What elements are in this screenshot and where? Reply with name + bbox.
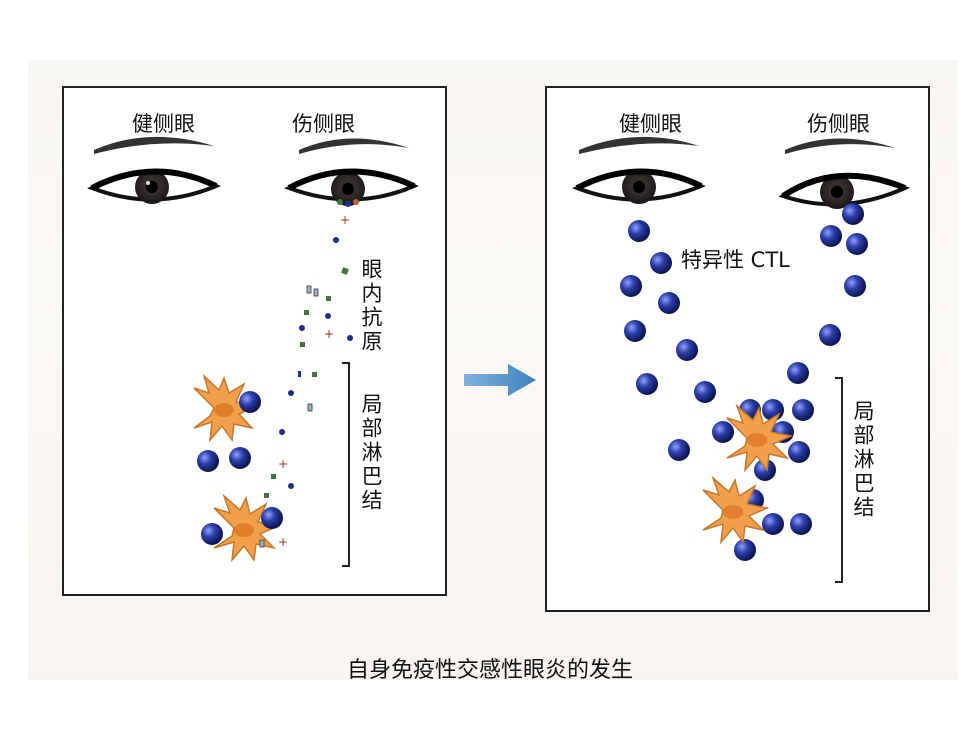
lymphocyte bbox=[197, 450, 219, 472]
antigen-particles: + + + bbox=[264, 213, 353, 498]
figure-caption: 自身免疫性交感性眼炎的发生 bbox=[346, 658, 633, 683]
lymphocyte bbox=[201, 523, 223, 545]
panel-after: 健侧眼 伤侧眼 特异性 CTL 局部淋巴结 bbox=[545, 86, 930, 612]
lymphocyte bbox=[261, 507, 283, 529]
svg-text:+: + bbox=[278, 457, 288, 471]
injured-eye-icon bbox=[284, 138, 419, 207]
antigen-label: 眼内抗原 bbox=[359, 258, 383, 354]
svg-text:+: + bbox=[278, 535, 288, 549]
ctl-label: 特异性 CTL bbox=[681, 248, 790, 272]
healthy-eye-label-right: 健侧眼 bbox=[619, 112, 682, 136]
lymphocyte bbox=[239, 391, 261, 413]
lymph-node-bracket bbox=[342, 362, 350, 567]
panel-before: 健侧眼 伤侧眼 眼内抗原 局部淋巴结 bbox=[62, 86, 447, 596]
injured-eye-label: 伤侧眼 bbox=[292, 112, 355, 136]
injured-eye-icon bbox=[778, 138, 911, 209]
injured-eye-label-right: 伤侧眼 bbox=[807, 112, 870, 136]
svg-text:+: + bbox=[340, 213, 350, 227]
dendritic-cell-lower: + bbox=[213, 493, 288, 563]
lymph-node-label-right: 局部淋巴结 bbox=[851, 400, 875, 520]
healthy-eye-icon bbox=[87, 136, 221, 204]
lymphocyte bbox=[229, 447, 251, 469]
dendritic-cell-upper bbox=[726, 403, 794, 473]
dendritic-cell-lower bbox=[702, 475, 770, 545]
svg-text:+: + bbox=[324, 327, 334, 341]
lymph-node-bracket bbox=[835, 377, 843, 583]
healthy-eye-label: 健侧眼 bbox=[132, 112, 195, 136]
ctl-cells bbox=[620, 203, 868, 561]
lymph-node-label: 局部淋巴结 bbox=[359, 393, 383, 513]
right-panel-illustration bbox=[572, 136, 911, 583]
left-panel-illustration: + + + bbox=[87, 136, 419, 567]
healthy-eye-icon bbox=[572, 136, 706, 204]
